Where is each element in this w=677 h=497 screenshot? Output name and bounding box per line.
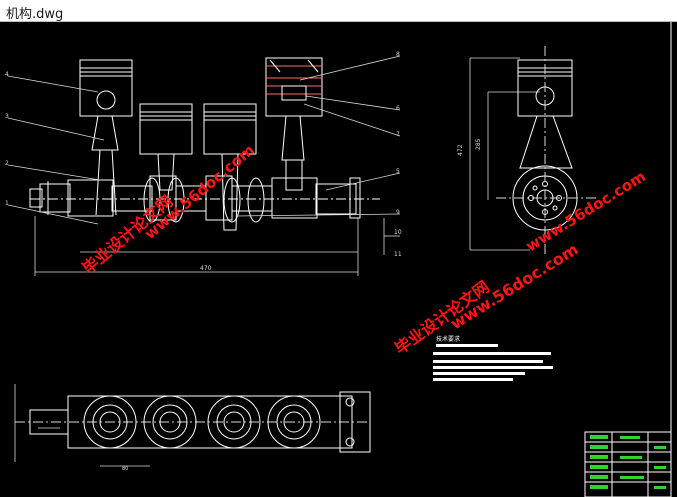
tech-req-title: 技术要求: [436, 335, 460, 343]
front-view: [29, 175, 380, 223]
title-block: [584, 431, 672, 497]
balloon-6: 6: [396, 105, 400, 112]
dim-side-10: 10: [394, 229, 402, 236]
balloon-7: 7: [396, 131, 400, 138]
side-view-dim-text: 472 285: [457, 138, 482, 156]
watermarks: www.56doc.com 毕业设计论文网 www.56doc.com 毕业设计…: [78, 141, 649, 358]
balloon-9: 9: [396, 209, 400, 216]
front-view-dimensions: [7, 55, 401, 276]
watermark-url-3: www.56doc.com: [523, 167, 649, 255]
bottom-view-dimensions: [14, 384, 150, 467]
side-view: [496, 46, 596, 256]
piston-1: [79, 59, 133, 216]
dim-bottom-small: 80: [122, 466, 128, 472]
window-titlebar: 机构.dwg: [0, 0, 677, 22]
piston-2: [139, 103, 193, 191]
technical-requirements: 技术要求: [433, 335, 553, 381]
dim-right-height: 472: [457, 144, 464, 156]
dim-right-width: 285: [475, 138, 482, 150]
balloon-5: 5: [396, 168, 400, 175]
balloon-1: 1: [5, 200, 9, 207]
dim-overall-width: 470: [200, 265, 212, 272]
piston-3: [203, 103, 257, 231]
dim-side-11: 11: [394, 251, 402, 258]
bottom-view: [15, 391, 371, 453]
front-view-balloons: 4 3 2 1 8 6 7 5 9 470 10 11: [5, 51, 402, 272]
window-title: 机构.dwg: [6, 7, 64, 22]
piston-4-section: [265, 57, 323, 191]
balloon-4: 4: [5, 71, 9, 78]
cad-drawing-canvas[interactable]: 4 3 2 1 8 6 7 5 9 470 10 11: [0, 22, 677, 497]
side-view-dimensions: [469, 57, 540, 251]
balloon-8: 8: [396, 51, 400, 58]
balloon-2: 2: [5, 160, 9, 167]
balloon-3: 3: [5, 113, 9, 120]
